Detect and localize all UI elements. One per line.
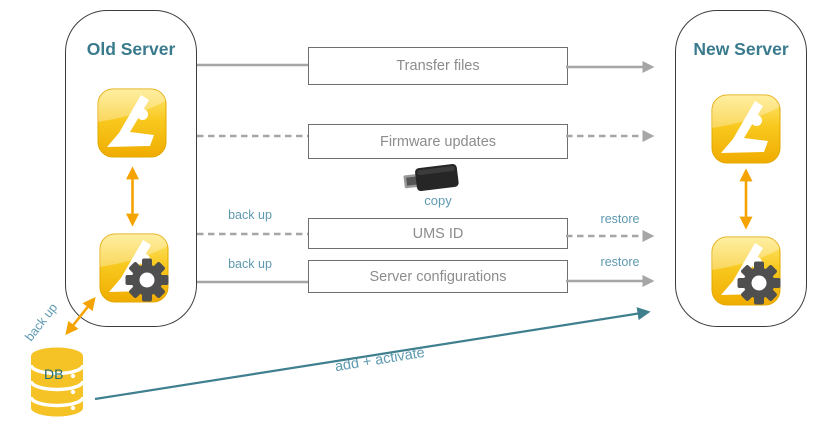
new-ums-config-icon bbox=[711, 236, 781, 306]
old-server-title: Old Server bbox=[86, 39, 176, 59]
step-label: Server configurations bbox=[369, 268, 507, 285]
step-label: Transfer files bbox=[396, 58, 480, 74]
usb-copy-label: copy bbox=[424, 193, 452, 208]
new-ums-app-icon bbox=[711, 94, 781, 164]
add-activate-label: add + activate bbox=[333, 344, 426, 376]
step-box-transfer-files: Transfer files bbox=[308, 47, 568, 85]
ums-id-restore-label: restore bbox=[600, 212, 640, 226]
step-label: Firmware updates bbox=[379, 133, 497, 150]
new-server-title: New Server bbox=[693, 39, 789, 59]
new-server-box: New Server bbox=[675, 10, 807, 327]
step-box-ums-id: UMS ID bbox=[308, 218, 568, 249]
database-icon: DB bbox=[29, 347, 85, 417]
server-config-restore-label: restore bbox=[600, 255, 640, 269]
step-box-firmware-updates: Firmware updates bbox=[308, 124, 568, 159]
ums-id-backup-label: back up bbox=[228, 208, 272, 222]
step-box-server-configurations: Server configurations bbox=[308, 260, 568, 293]
old-ums-config-icon bbox=[99, 233, 169, 303]
db-label: DB bbox=[44, 366, 63, 382]
old-ums-app-icon bbox=[97, 88, 167, 158]
usb-stick-icon bbox=[403, 164, 459, 192]
step-label: UMS ID bbox=[412, 225, 464, 242]
server-config-backup-label: back up bbox=[228, 257, 272, 271]
